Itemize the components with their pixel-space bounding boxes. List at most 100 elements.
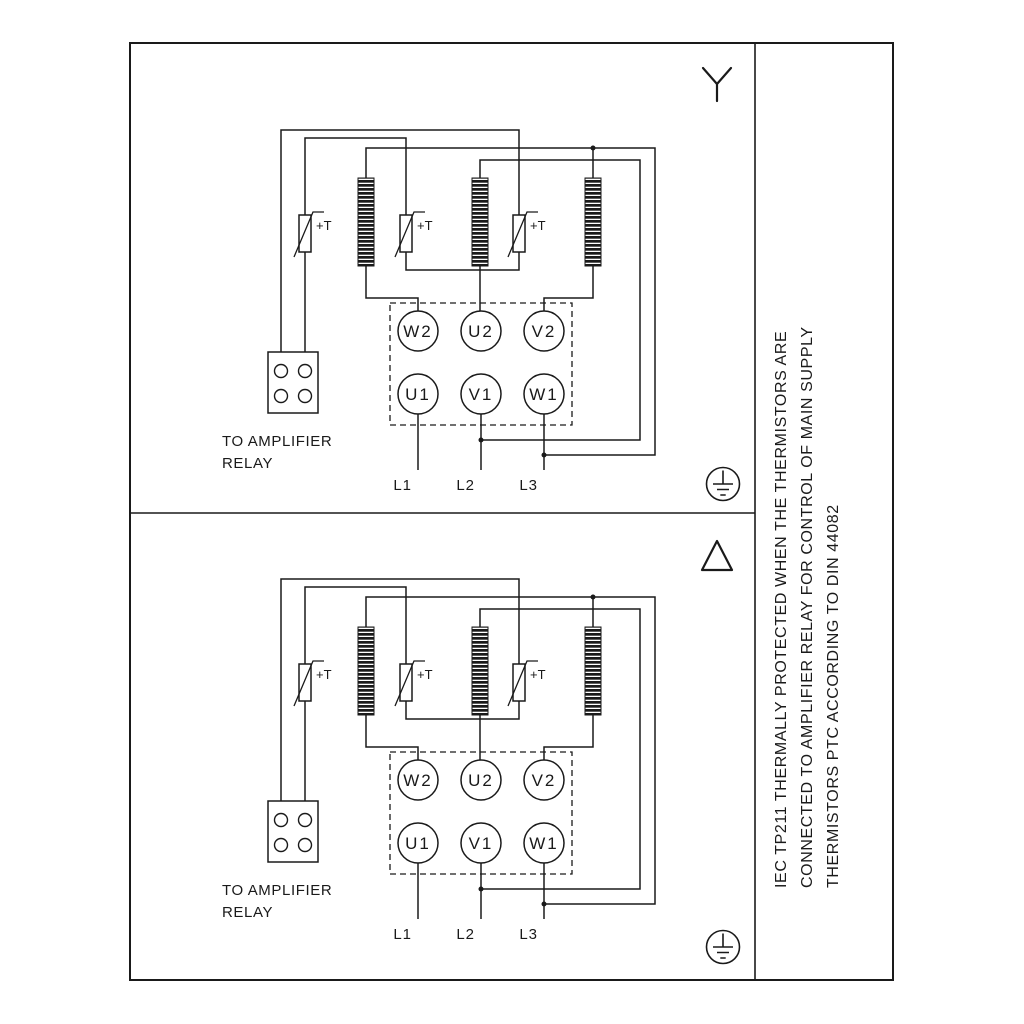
supply-label-l3: L3 [519,477,538,494]
terminal-label: W1 [529,834,559,853]
panel-delta: +T +T +T W2 U2 V2 [222,578,656,943]
terminal-circle [460,822,502,864]
side-note-line-3: THERMISTORS PTC ACCORDING TO DIN 44082 [825,504,842,888]
terminal-label: V2 [532,322,557,341]
wire-winding1-top [365,596,656,905]
terminal-u2: U2 [460,310,502,352]
wiring-lines [280,129,656,470]
thermistor-strike [507,211,538,258]
thermistor-label: +T [316,667,332,682]
terminal-label: W2 [403,771,433,790]
winding-coil-1 [357,177,375,267]
relay-terminal [273,388,289,404]
terminal-u2: U2 [460,759,502,801]
terminal-circle [460,759,502,801]
terminal-w1: W1 [523,822,565,864]
supply-labels: L1 L2 L3 [393,477,538,494]
winding-coil-2 [471,626,489,716]
relay-terminal [297,363,313,379]
thermistor-3: +T [507,211,546,258]
wire-relay-to-thermistor3 [280,578,520,801]
wire-winding1-bottom [365,266,419,311]
wire-winding1-bottom [365,715,419,760]
junction-dot [541,901,547,907]
terminal-label: U2 [468,322,494,341]
thermistor-label: +T [316,218,332,233]
delta-connection-icon [700,539,734,572]
terminal-circle [397,310,439,352]
motor-windings [357,626,602,716]
relay-terminal [273,837,289,853]
earth-ground-icon-top [705,466,741,502]
supply-label-l1: L1 [393,477,412,494]
terminal-board-outline [389,302,573,426]
supply-label-l1: L1 [393,926,412,943]
side-note: IEC TP211 THERMALLY PROTECTED WHEN THE T… [773,326,842,888]
thermistor-strike [293,660,324,707]
panel-star: +T +T +T W2 U2 V2 [222,129,656,494]
terminal-u1: U1 [397,822,439,864]
terminal-circle [523,373,565,415]
terminal-v2: V2 [523,759,565,801]
terminal-label: W1 [529,385,559,404]
terminal-circle [397,822,439,864]
amplifier-relay: TO AMPLIFIER RELAY [222,800,332,921]
relay-caption-line1: TO AMPLIFIER [222,882,332,899]
terminal-circle [397,759,439,801]
thermistor-3: +T [507,660,546,707]
relay-terminal [297,812,313,828]
thermistor-2: +T [394,660,433,707]
frame-border [129,42,894,981]
junction-dots [478,594,596,907]
supply-labels: L1 L2 L3 [393,926,538,943]
terminal-label: V2 [532,771,557,790]
junction-dot [590,145,596,151]
thermistor-1: +T [293,660,332,707]
terminal-v2: V2 [523,310,565,352]
terminal-board-outline [389,751,573,875]
terminal-block: W2 U2 V2 U1 V1 W1 [389,302,573,426]
wire-winding3-bottom [543,715,594,760]
relay-caption-line2: RELAY [222,455,273,472]
junction-dot [478,886,484,892]
terminal-w2: W2 [397,310,439,352]
wire-winding3-bottom [543,266,594,311]
thermistor-1: +T [293,211,332,258]
side-note-line-2: CONNECTED TO AMPLIFIER RELAY FOR CONTROL… [799,326,816,888]
thermistor-strike [293,211,324,258]
terminal-label: V1 [469,385,494,404]
thermistor-strike [507,660,538,707]
junction-dot [590,594,596,600]
winding-coil-3 [584,177,602,267]
motor-windings [357,177,602,267]
winding-coil-3 [584,626,602,716]
drawing-frame [129,42,894,981]
relay-terminal [273,363,289,379]
thermistor-label: +T [530,667,546,682]
side-note-line-1: IEC TP211 THERMALLY PROTECTED WHEN THE T… [773,331,790,888]
terminal-label: U1 [405,834,431,853]
terminal-circle [523,310,565,352]
terminal-label: V1 [469,834,494,853]
terminal-circle [460,373,502,415]
relay-terminal [297,837,313,853]
terminal-circle [460,310,502,352]
terminal-circle [523,822,565,864]
thermistor-strike [394,211,425,258]
wire-winding2-top [479,159,641,441]
wire-thermistor2-to-thermistor3 [405,701,520,720]
terminal-v1: V1 [460,822,502,864]
wire-thermistor1-to-thermistor2 [304,137,407,215]
relay-caption-line2: RELAY [222,904,273,921]
wire-thermistor2-to-thermistor3 [405,252,520,271]
winding-coil-2 [471,177,489,267]
winding-coil-1 [357,626,375,716]
terminal-label: U2 [468,771,494,790]
relay-box [267,351,319,414]
thermistor-2: +T [394,211,433,258]
junction-dot [478,437,484,443]
terminal-label: W2 [403,322,433,341]
thermistor-label: +T [530,218,546,233]
supply-label-l3: L3 [519,926,538,943]
